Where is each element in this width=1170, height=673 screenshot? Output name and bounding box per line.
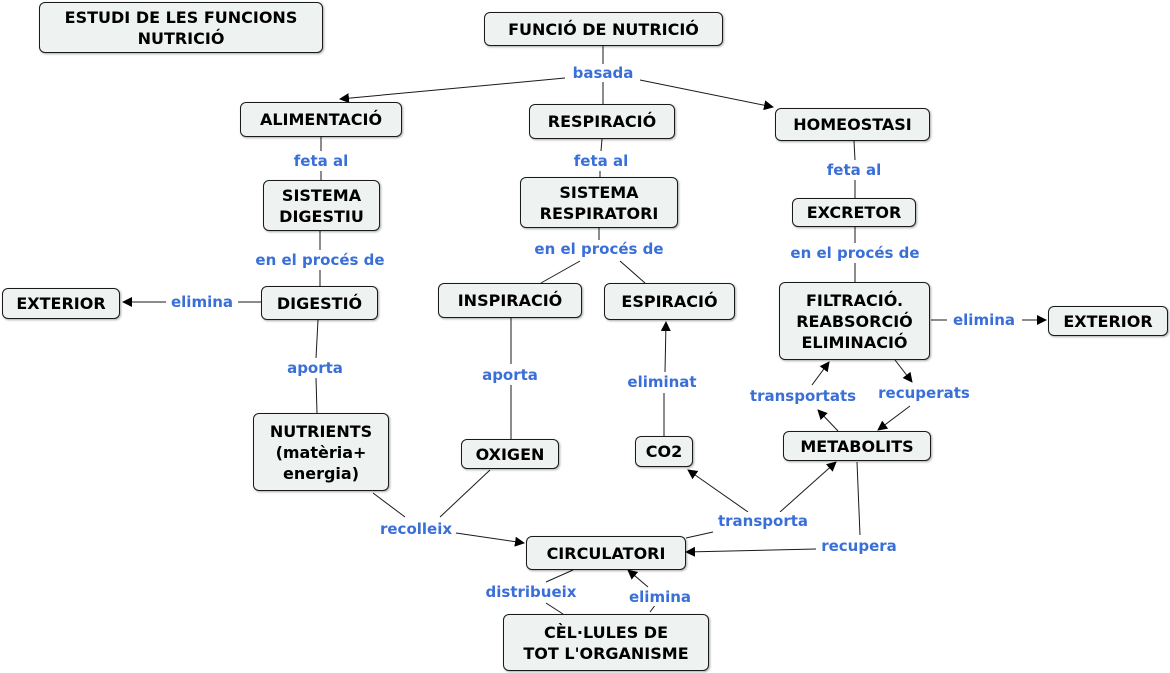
line-distribueix-cellules — [545, 602, 564, 615]
link-label-basada: basada — [569, 64, 637, 82]
link-label-proces-respiratori: en el procés de — [531, 240, 667, 258]
line-recupera-circulatori — [685, 546, 817, 557]
link-label-transportats: transportats — [746, 387, 860, 405]
line-recolleix-circulatori — [455, 532, 525, 547]
link-label-feta-al-homeostasi: feta al — [823, 161, 885, 179]
line-circulatori-distribueix — [545, 569, 574, 583]
link-label-elimina-right: elimina — [949, 311, 1019, 329]
node-funcio-nutricio[interactable]: FUNCIÓ DE NUTRICIÓ — [484, 12, 723, 46]
title-box: ESTUDI DE LES FUNCIONS NUTRICIÓ — [39, 2, 323, 53]
node-exterior-right[interactable]: EXTERIOR — [1048, 306, 1168, 336]
node-cellules[interactable]: CÈL·LULES DE TOT L'ORGANISME — [503, 614, 709, 671]
link-label-elimina-left: elimina — [167, 293, 237, 311]
line-homeostasi-fetaal — [853, 140, 856, 161]
node-metabolits[interactable]: METABOLITS — [783, 431, 931, 461]
link-label-aporta-nutrients: aporta — [284, 359, 346, 377]
link-label-distribueix: distribueix — [482, 583, 580, 601]
line-respiracio-fetaal — [600, 138, 603, 152]
line-oxigen-recolleix — [439, 469, 491, 518]
line-transportats-filtracio — [811, 361, 830, 386]
node-sistema-digestiu[interactable]: SISTEMA DIGESTIU — [263, 180, 380, 231]
node-digestio[interactable]: DIGESTIÓ — [261, 286, 378, 320]
link-label-proces-digestiu: en el procés de — [252, 251, 388, 269]
link-label-eliminat: eliminat — [624, 373, 700, 391]
link-label-feta-al-alimentacio: feta al — [290, 152, 352, 170]
node-exterior-left[interactable]: EXTERIOR — [2, 288, 120, 319]
link-label-elimina-bottom: elimina — [625, 588, 695, 606]
line-basada-homeostasi — [639, 79, 774, 111]
node-filtracio[interactable]: FILTRACIÓ. REABSORCIÓ ELIMINACIÓ — [779, 282, 930, 360]
node-alimentacio[interactable]: ALIMENTACIÓ — [240, 102, 402, 137]
line-transporta-co2 — [687, 469, 749, 513]
node-inspiracio[interactable]: INSPIRACIÓ — [438, 283, 582, 318]
line-proces-espiracio — [619, 260, 646, 284]
line-aporta-nutrients — [315, 377, 318, 414]
node-sistema-respiratori[interactable]: SISTEMA RESPIRATORI — [520, 177, 678, 228]
line-basada-alimentacio — [339, 77, 566, 104]
link-label-feta-al-respiracio: feta al — [570, 152, 632, 170]
line-elimina-circulatori — [627, 569, 649, 588]
line-metabolits-recupera — [856, 461, 861, 536]
line-nutrients-recolleix — [372, 492, 406, 518]
line-proces-inspiracio — [540, 260, 581, 284]
node-espiracio[interactable]: ESPIRACIÓ — [604, 283, 735, 320]
line-recuperats-metabolits — [877, 405, 911, 431]
link-label-recupera: recupera — [818, 537, 900, 555]
node-excretor[interactable]: EXCRETOR — [792, 198, 916, 227]
link-label-aporta-oxigen: aporta — [479, 366, 541, 384]
line-circulatori-transporta — [685, 531, 714, 539]
node-nutrients[interactable]: NUTRIENTS (matèria+ energia) — [253, 413, 389, 491]
node-circulatori[interactable]: CIRCULATORI — [526, 536, 686, 570]
link-label-recuperats: recuperats — [875, 384, 973, 402]
line-metabolits-transportats — [817, 409, 839, 432]
node-respiracio[interactable]: RESPIRACIÓ — [529, 104, 675, 139]
line-eliminat-espiracio — [660, 321, 671, 373]
node-co2[interactable]: CO2 — [635, 436, 693, 467]
link-label-proces-excretor: en el procés de — [787, 244, 923, 262]
node-homeostasi[interactable]: HOMEOSTASI — [775, 108, 930, 141]
node-oxigen[interactable]: OXIGEN — [461, 439, 559, 469]
line-transporta-metabolits — [779, 461, 837, 513]
link-label-recolleix: recolleix — [376, 520, 456, 538]
line-digestio-aporta — [315, 319, 319, 359]
line-filtracio-recuperats — [894, 359, 913, 383]
link-label-transporta: transporta — [714, 512, 812, 530]
